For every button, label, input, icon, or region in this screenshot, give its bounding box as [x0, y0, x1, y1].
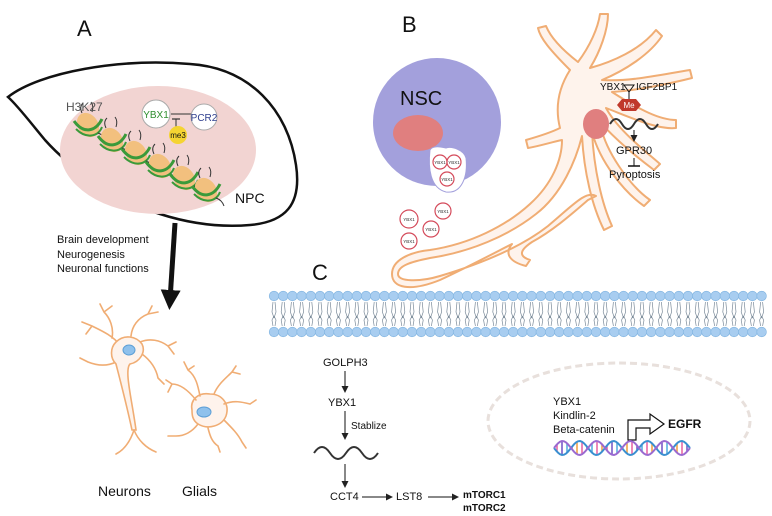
me3-mark — [169, 126, 187, 144]
mrna-wave-c — [313, 446, 379, 460]
golph3-label: GOLPH3 — [323, 357, 368, 369]
glial-cell — [165, 361, 257, 453]
mtorc1-label: mTORC1 — [463, 490, 506, 501]
stabilize-label: Stablize — [351, 421, 387, 432]
h3k27-label: H3K27 — [66, 100, 103, 114]
ybx1-label-b: YBX1 — [600, 82, 626, 93]
ybx1-vesicle: YBX1 — [434, 202, 452, 220]
ybx1-vesicle: YBX1 — [422, 220, 440, 238]
ybx1-vesicle: YBX1 — [446, 154, 462, 170]
ybx1-vesicle: YBX1 — [399, 209, 419, 229]
me3-label: me3 — [170, 131, 186, 140]
vesicle-label: YBX1 — [403, 217, 415, 222]
ybx1-label-a: YBX1 — [143, 110, 169, 121]
promoter-arrow — [627, 412, 666, 441]
lst8-label: LST8 — [396, 491, 422, 503]
panel-c-letter: C — [312, 260, 328, 285]
mrna-wave — [609, 118, 659, 130]
role-brain-development: Brain development — [57, 234, 149, 246]
ybx1-igf2bp1-triangle — [623, 84, 635, 93]
nucleosome — [120, 129, 155, 170]
nucleosome — [168, 154, 203, 195]
ybx1-label-c: YBX1 — [328, 397, 356, 409]
ybx1-vesicle: YBX1 — [400, 232, 418, 250]
nucleosome — [190, 166, 225, 207]
glials-label: Glials — [182, 483, 217, 499]
vesicle-label: YBX1 — [448, 160, 460, 165]
mtorc2-label: mTORC2 — [463, 503, 506, 514]
vesicle-label: YBX1 — [425, 227, 437, 232]
gpr30-label: GPR30 — [616, 145, 652, 157]
panel-b-letter: B — [402, 12, 417, 37]
panel-c: C GOLPH3 YBX1 Stablize CCT4 LST8 mTORC1 … — [268, 260, 767, 514]
vesicle-label: YBX1 — [441, 177, 453, 182]
npc-label: NPC — [235, 190, 265, 206]
vesicle-label: YBX1 — [437, 209, 449, 214]
dna-helix — [553, 439, 691, 457]
cell-membrane — [268, 290, 767, 338]
neurons-label: Neurons — [98, 483, 151, 499]
vesicle-label: YBX1 — [434, 160, 446, 165]
pcr2-protein — [190, 103, 218, 131]
egfr-label: EGFR — [668, 417, 702, 431]
pyroptosis-label: Pyroptosis — [609, 169, 661, 181]
neuron-nucleus — [583, 109, 609, 139]
panel-a-letter: A — [77, 16, 92, 41]
ybx1-protein — [141, 99, 171, 129]
role-neuronal-functions: Neuronal functions — [57, 263, 149, 275]
nucleus-envelope — [486, 361, 752, 481]
factor-kindlin2: Kindlin-2 — [553, 410, 596, 422]
factor-ybx1: YBX1 — [553, 396, 581, 408]
development-arrow — [160, 222, 181, 310]
nucleosome — [96, 116, 131, 157]
methyl-hexagon — [617, 99, 641, 111]
ybx1-vesicle: YBX1 — [439, 171, 455, 187]
small-neuron — [79, 303, 177, 455]
me-label: Me — [623, 101, 635, 110]
role-neurogenesis: Neurogenesis — [57, 249, 125, 261]
panel-a: A H3K27 YBX1 PCR2 me3 NPC Brain developm… — [6, 16, 299, 499]
factor-beta-catenin: Beta-catenin — [553, 424, 615, 436]
large-neuron — [391, 13, 693, 289]
ybx1-vesicle: YBX1 — [432, 154, 448, 170]
nsc-nucleus — [393, 115, 443, 151]
nsc-label: NSC — [400, 88, 442, 110]
vesicle-label: YBX1 — [403, 239, 415, 244]
cct4-label: CCT4 — [330, 491, 359, 503]
chromatin — [72, 101, 225, 207]
pcr2-label: PCR2 — [191, 113, 218, 124]
igf2bp1-label: IGF2BP1 — [636, 82, 678, 93]
